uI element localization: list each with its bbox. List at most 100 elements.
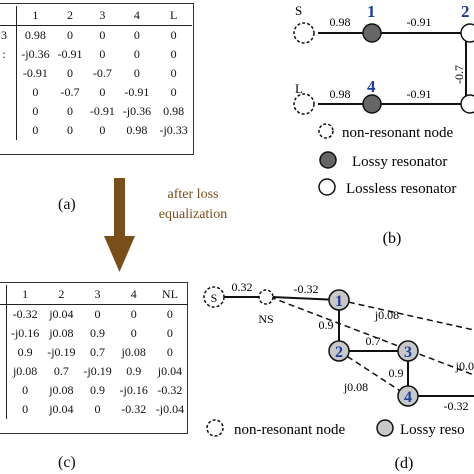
loss-equalization-arrow [104, 178, 135, 272]
node-1-label: 1 [367, 2, 376, 21]
node-4-label: 4 [404, 389, 412, 406]
col-header-2: 2 [53, 6, 87, 26]
matrix-cell: 0 [133, 66, 140, 80]
arrow-label-line1: after loss [168, 187, 219, 202]
matrix-cell: 0 [32, 85, 39, 99]
matrix-cell: 0 [130, 307, 137, 321]
matrix-cell: -0.91 [89, 104, 115, 118]
legend-d: non-resonant node Lossy reso [206, 419, 465, 438]
row-label [0, 102, 17, 121]
matrix-cell: -j0.19 [83, 364, 112, 378]
table-c-frame [0, 282, 188, 434]
matrix-cell: 0 [99, 28, 106, 42]
row-label [0, 83, 17, 102]
node-4-label: 4 [367, 77, 376, 96]
node-l [293, 93, 315, 115]
matrix-cell: -0.91 [124, 85, 150, 99]
matrix-cell: j0.08 [12, 364, 38, 378]
matrix-cell: 0 [170, 66, 177, 80]
col-header-1: 1 [6, 285, 44, 305]
legend-lossy-label: Lossy reso [400, 422, 465, 438]
legend-nonresonant-icon [206, 419, 224, 437]
matrix-cell: 0.7 [90, 345, 106, 359]
matrix-cell: -j0.36 [21, 47, 50, 61]
node-2-label: 2 [461, 2, 470, 21]
node-2-lossless [460, 23, 474, 43]
matrix-cell: -0.32 [12, 307, 38, 321]
matrix-cell: -0.91 [57, 47, 83, 61]
matrix-cell: -j0.16 [10, 326, 40, 340]
node-4-lossy [362, 94, 382, 114]
matrix-cell: 0.98 [163, 104, 185, 118]
edge-2-4-label: j0.08 [343, 380, 368, 394]
matrix-cell: 0 [67, 28, 74, 42]
edge-ns-3 [269, 296, 474, 376]
col-header-4: 4 [118, 6, 156, 26]
matrix-cell: j0.08 [49, 326, 74, 340]
node-3-lossy [397, 340, 419, 362]
matrix-cell: -j0.19 [47, 345, 76, 359]
node-3-label: 3 [404, 344, 412, 361]
legend-lossy-icon [376, 419, 394, 437]
col-header-3: 3 [79, 285, 116, 305]
node-1-lossy [328, 289, 350, 311]
matrix-cell: 0 [32, 104, 39, 118]
legend-nonresonant-label: non-resonant node [234, 422, 346, 438]
matrix-cell: 0.98 [126, 123, 148, 137]
matrix-cell: 0 [130, 326, 137, 340]
matrix-cell: 0 [99, 47, 106, 61]
matrix-cell: 0 [166, 345, 173, 359]
col-header-2: 2 [43, 285, 80, 305]
edge-s-ns-label: 0.32 [232, 280, 253, 294]
node-4-lossy [397, 385, 419, 407]
arrow-label-line2: equalization [159, 207, 227, 222]
matrix-cell: -j0.04 [155, 402, 185, 416]
legend-nonresonant-icon [318, 123, 334, 139]
row-label [0, 362, 7, 381]
matrix-cell: 0.7 [53, 364, 69, 378]
matrix-cell: 0 [170, 28, 177, 42]
node-s-label: S [295, 3, 302, 18]
node-s-label: S [211, 291, 218, 305]
matrix-cell: 0 [22, 402, 29, 416]
row-label [0, 400, 7, 419]
edge-l-4-label: 0.98 [330, 87, 351, 101]
node-l-label: L [295, 81, 303, 96]
matrix-cell: 0.9 [126, 364, 142, 378]
matrix-cell: -0.7 [92, 66, 112, 80]
col-header-1: 1 [16, 6, 54, 26]
node-s [203, 286, 225, 308]
matrix-cell: 0 [22, 383, 29, 397]
caption-c: (c) [58, 454, 76, 471]
row-label: 3 [0, 25, 17, 45]
edge-ns-1 [271, 296, 340, 301]
matrix-cell: j0.04 [157, 364, 183, 378]
node-2-lossy [328, 340, 350, 362]
edge-3-4-label: 0.9 [389, 366, 404, 380]
node-ns-label: NS [258, 312, 273, 326]
edge-1-3-label: j0.08 [374, 308, 399, 322]
matrix-cell: 0 [133, 47, 140, 61]
arrow-head [104, 236, 135, 272]
matrix-cell: 0 [67, 66, 74, 80]
matrix-cell: 0 [166, 307, 173, 321]
corner-header [0, 285, 7, 305]
matrix-cell: 0 [67, 104, 74, 118]
matrix-cell: 0 [94, 307, 101, 321]
arrow-shaft [114, 178, 125, 236]
matrix-cell: -j0.33 [159, 123, 188, 137]
matrix-cell: 0 [99, 85, 106, 99]
row-label [0, 343, 7, 362]
node-ns [258, 289, 274, 305]
col-header-4: 4 [115, 285, 152, 305]
